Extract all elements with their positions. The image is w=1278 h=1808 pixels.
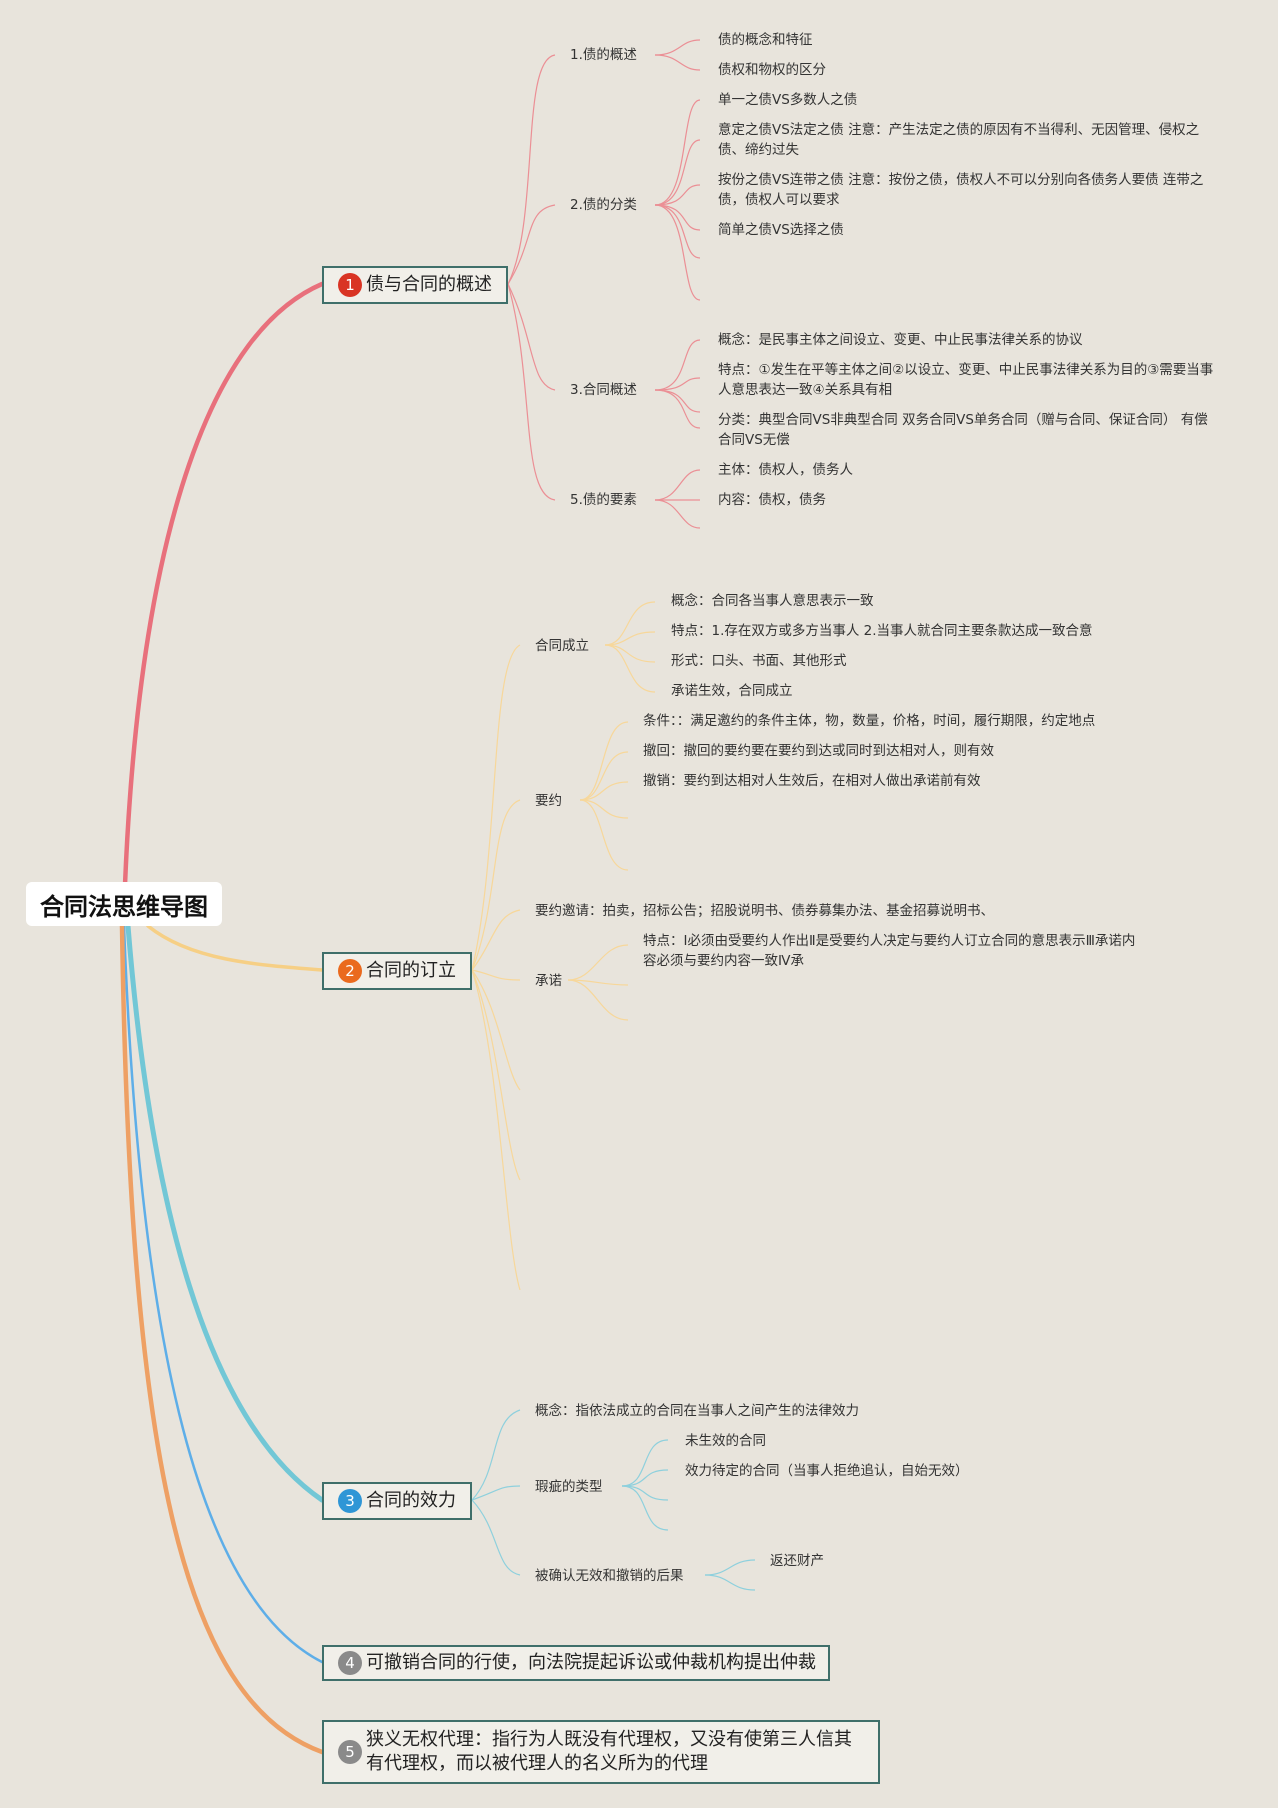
number-badge: 1 — [338, 273, 362, 297]
edge-root-b4 — [122, 924, 324, 1664]
number-badge: 4 — [338, 1651, 362, 1675]
edge-root-b1 — [122, 281, 325, 888]
leaf: 主体：债权人，债务人 — [718, 462, 853, 478]
leaf: 承诺生效，合同成立 — [671, 683, 793, 699]
subtopic-2-4[interactable]: 承诺 — [535, 973, 562, 989]
edges-branch-1 — [507, 39, 701, 529]
subtopic-2-2[interactable]: 要约 — [535, 793, 562, 809]
leaf: 按份之债VS连带之债 注意：按份之债，债权人不可以分别向各债务人要债 连带之债，… — [718, 172, 1204, 208]
edge-root-b2 — [146, 924, 324, 972]
branch-title: 可撤销合同的行使，向法院提起诉讼或仲裁机构提出仲裁 — [366, 1652, 816, 1673]
leaf: 条件：：满足邀约的条件主体，物，数量，价格，时间，履行期限，约定地点 — [643, 713, 1096, 729]
leaf: 债的概念和特征 — [718, 32, 813, 48]
leaf: 特点：①发生在平等主体之间②以设立、变更、中止民事法律关系为目的③需要当事人意思… — [718, 362, 1214, 398]
edges-branch-3 — [471, 1409, 756, 1591]
leaf: 未生效的合同 — [685, 1433, 766, 1449]
subtopic-3-3[interactable]: 被确认无效和撤销的后果 — [535, 1568, 684, 1584]
subtopic-1-5[interactable]: 5.债的要素 — [570, 492, 637, 508]
branch-title: 合同的订立 — [366, 960, 456, 981]
branch-title: 狭义无权代理：指行为人既没有代理权，又没有使第三人信其有代理权，而以被代理人的名… — [366, 1729, 852, 1774]
subtopic-3-2[interactable]: 瑕疵的类型 — [535, 1479, 603, 1495]
number-badge: 5 — [338, 1740, 362, 1764]
leaf: 效力待定的合同（当事人拒绝追认，自始无效） — [685, 1463, 969, 1479]
branch-3[interactable]: 3 合同的效力 — [322, 1482, 472, 1520]
leaf: 形式：口头、书面、其他形式 — [671, 653, 847, 669]
edges-branch-2 — [471, 601, 656, 1291]
subtopic-1-3[interactable]: 3.合同概述 — [570, 382, 637, 398]
leaf: 分类：典型合同VS非典型合同 双务合同VS单务合同（赠与合同、保证合同） 有偿合… — [718, 412, 1208, 448]
branch-1[interactable]: 1 债与合同的概述 — [322, 266, 508, 304]
branch-title: 债与合同的概述 — [366, 274, 492, 295]
leaf: 撤销：要约到达相对人生效后，在相对人做出承诺前有效 — [643, 773, 981, 789]
subtopic-1-1[interactable]: 1.债的概述 — [570, 47, 637, 63]
leaf: 内容：债权，债务 — [718, 492, 826, 508]
branch-title: 合同的效力 — [366, 1490, 456, 1511]
leaf: 简单之债VS选择之债 — [718, 222, 844, 238]
root-title: 合同法思维导图 — [26, 882, 222, 926]
number-badge: 3 — [338, 1489, 362, 1513]
leaf: 债权和物权的区分 — [718, 62, 826, 78]
subtopic-1-2[interactable]: 2.债的分类 — [570, 197, 637, 213]
leaf: 意定之债VS法定之债 注意：产生法定之债的原因有不当得利、无因管理、侵权之债、缔… — [718, 122, 1200, 158]
subtopic-3-1[interactable]: 概念：指依法成立的合同在当事人之间产生的法律效力 — [535, 1403, 859, 1419]
leaf: 概念：合同各当事人意思表示一致 — [671, 593, 874, 609]
edge-root-b3 — [125, 923, 325, 1503]
subtopic-2-1[interactable]: 合同成立 — [535, 638, 589, 654]
leaf: 单一之债VS多数人之债 — [718, 92, 858, 108]
leaf: 特点：Ⅰ必须由受要约人作出Ⅱ是受要约人决定与要约人订立合同的意思表示Ⅲ承诺内容必… — [643, 933, 1136, 969]
branch-4[interactable]: 4 可撤销合同的行使，向法院提起诉讼或仲裁机构提出仲裁 — [322, 1645, 830, 1681]
subtopic-2-3[interactable]: 要约邀请：拍卖，招标公告；招股说明书、债券募集办法、基金招募说明书、 — [535, 903, 994, 919]
leaf: 撤回：撤回的要约要在要约到达或同时到达相对人，则有效 — [643, 743, 994, 759]
leaf: 概念：是民事主体之间设立、变更、中止民事法律关系的协议 — [718, 332, 1083, 348]
leaf: 返还财产 — [770, 1553, 824, 1569]
leaf: 特点：1.存在双方或多方当事人 2.当事人就合同主要条款达成一致合意 — [671, 623, 1093, 639]
edge-root-b5 — [119, 923, 325, 1755]
branch-2[interactable]: 2 合同的订立 — [322, 952, 472, 990]
number-badge: 2 — [338, 959, 362, 983]
branch-5[interactable]: 5 狭义无权代理：指行为人既没有代理权，又没有使第三人信其有代理权，而以被代理人… — [322, 1720, 880, 1784]
